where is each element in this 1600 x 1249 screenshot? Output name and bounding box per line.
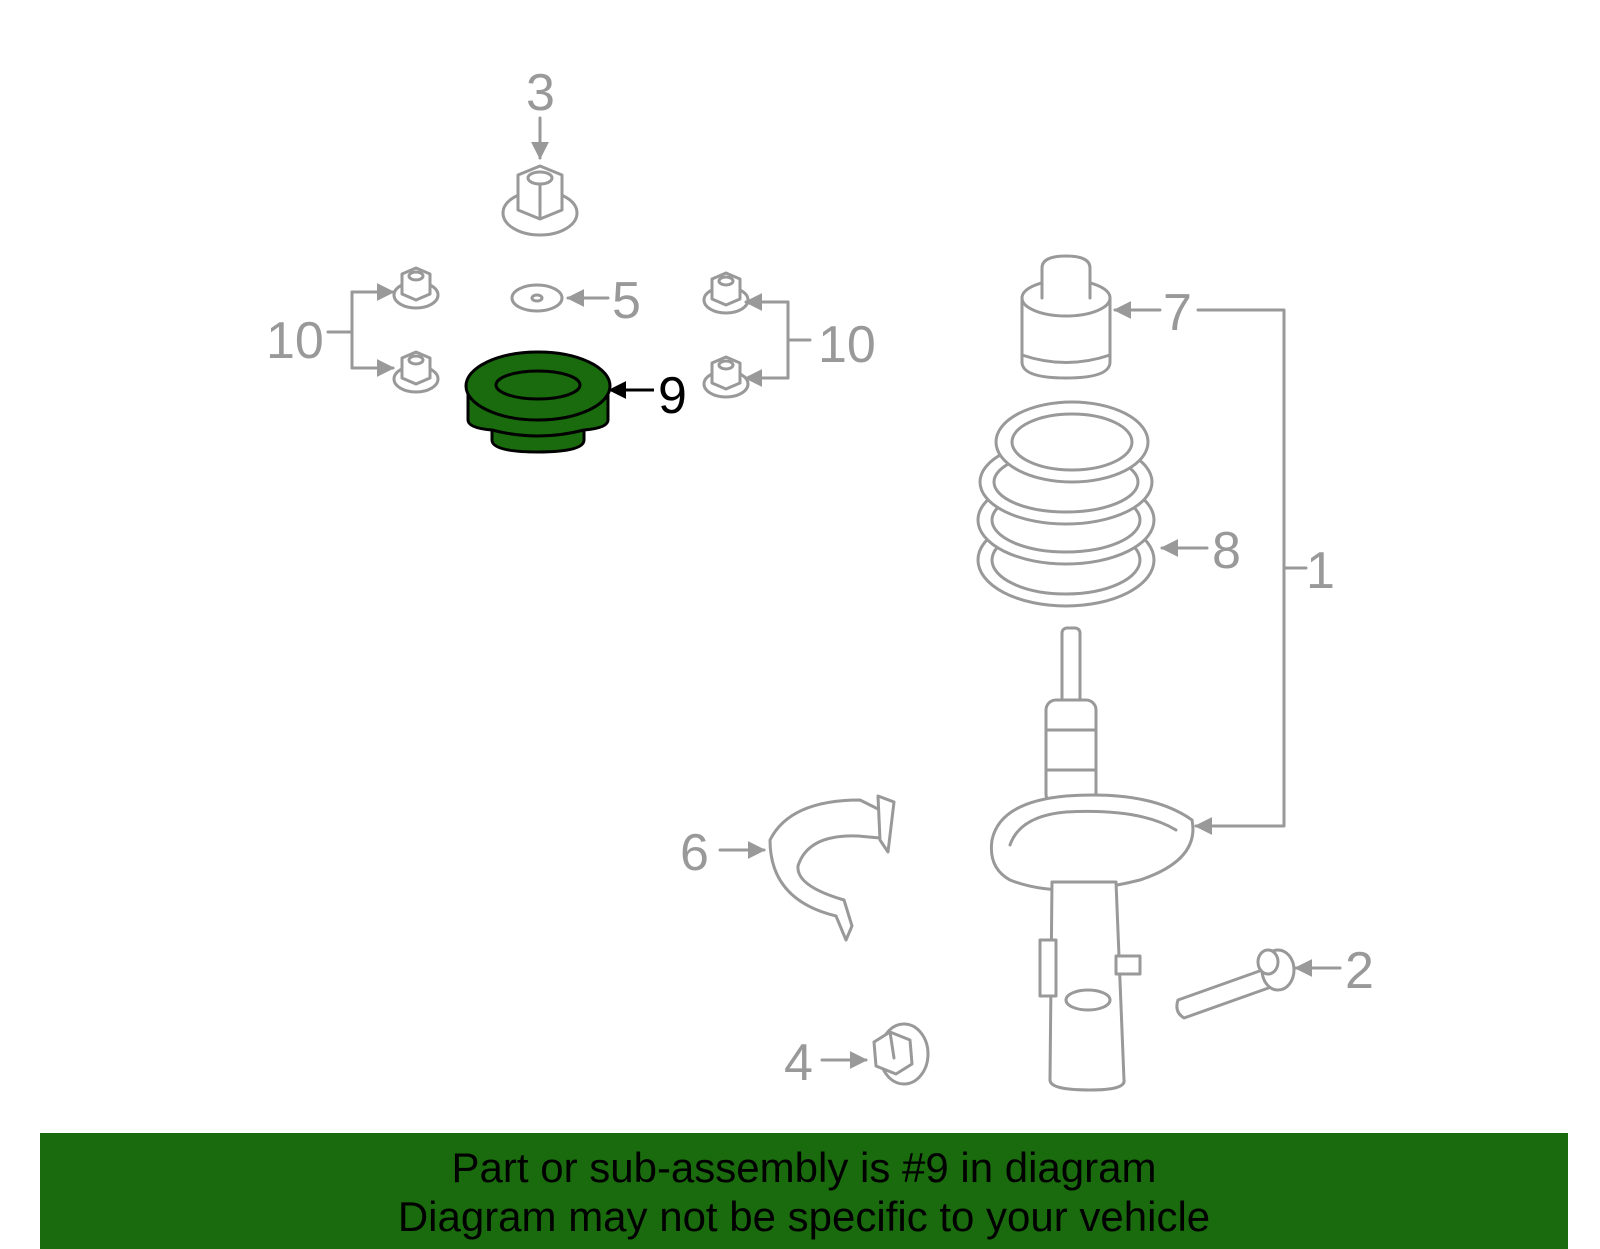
part-6-spring-clip[interactable] [768, 794, 896, 942]
part-1-strut-assembly[interactable] [989, 626, 1195, 1092]
part-10-nut-left-bottom[interactable] [392, 350, 440, 394]
part-4-flange-nut[interactable] [872, 1022, 930, 1086]
callout-8: 8 [1212, 522, 1241, 580]
callout-3: 3 [526, 64, 555, 122]
callout-6: 6 [680, 824, 709, 882]
callout-1: 1 [1306, 542, 1335, 600]
callout-10-right: 10 [818, 316, 876, 374]
part-7-bump-stop[interactable] [1020, 254, 1112, 380]
part-2-bolt[interactable] [1175, 948, 1296, 1020]
callout-10-left: 10 [266, 312, 324, 370]
banner-line-1: Part or sub-assembly is #9 in diagram [451, 1144, 1157, 1191]
part-10-nut-left-top[interactable] [392, 266, 440, 310]
banner-line-2: Diagram may not be specific to your vehi… [397, 1193, 1211, 1240]
part-8-coil-spring[interactable] [976, 400, 1156, 608]
part-5-washer[interactable] [510, 283, 564, 313]
part-3-nut[interactable] [501, 164, 579, 237]
part-9-strut-mount-highlighted[interactable] [464, 350, 612, 454]
callout-2: 2 [1345, 942, 1374, 1000]
callout-5: 5 [612, 272, 641, 330]
info-banner: Part or sub-assembly is #9 in diagram Di… [40, 1133, 1568, 1249]
callout-9: 9 [658, 367, 687, 425]
callout-7: 7 [1163, 284, 1192, 342]
part-10-nut-right-bottom[interactable] [702, 355, 750, 399]
callout-4: 4 [784, 1034, 813, 1092]
part-10-nut-right-top[interactable] [702, 271, 750, 315]
